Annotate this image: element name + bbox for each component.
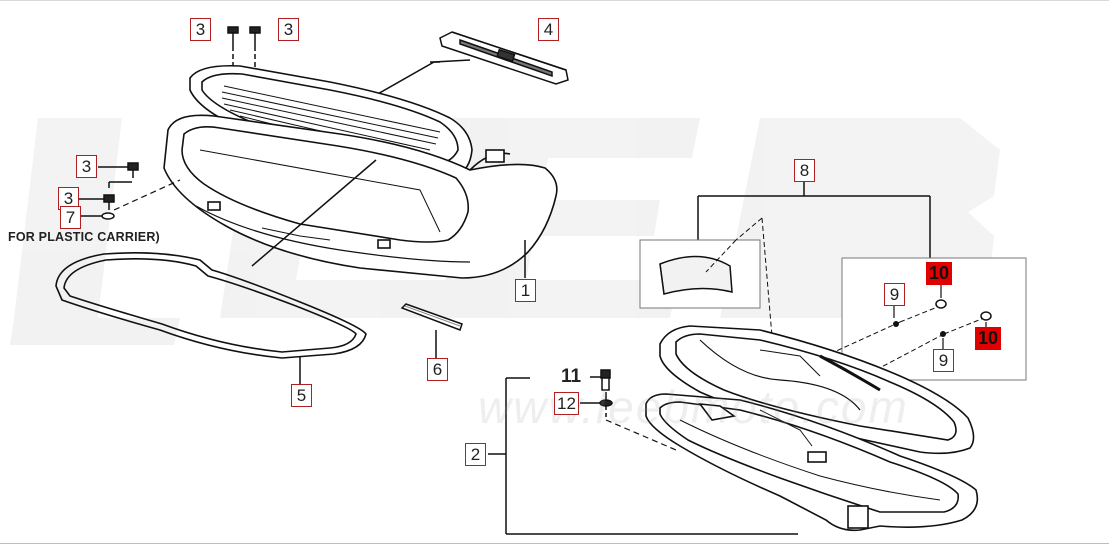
bracket-part-2 [488,377,798,535]
gasket-part-5 [55,252,367,359]
callout-part-11[interactable]: 11 [561,366,582,387]
callout-part-3-top-left[interactable]: 3 [190,18,211,41]
callout-part-9-bottom[interactable]: 9 [933,349,954,372]
screw-part-3-right [249,26,261,140]
callout-part-8[interactable]: 8 [794,159,815,182]
washer-part-7 [78,212,115,220]
leader-part-4 [359,59,471,105]
callout-part-10-bottom[interactable]: 10 [975,327,1002,350]
screw-part-3-left [227,26,239,140]
callout-part-12[interactable]: 12 [554,392,579,415]
callout-part-9-top[interactable]: 9 [884,283,905,306]
bolt-part-11 [590,369,611,391]
callout-part-1[interactable]: 1 [515,279,536,302]
callout-part-7[interactable]: 7 [60,206,81,229]
strip-part-6 [400,303,463,331]
bottom-border [0,543,1109,544]
watermark-url: www.leebmoto.com [478,381,909,433]
side-dash-line [113,179,181,211]
bracket-part-8 [697,180,931,262]
callout-part-4[interactable]: 4 [538,18,559,41]
reflector-box [639,217,776,373]
callout-part-2[interactable]: 2 [465,443,486,466]
brake-light-part-4 [430,31,569,85]
callout-part-3-side[interactable]: 3 [76,155,97,178]
callout-part-5[interactable]: 5 [291,384,312,407]
top-border [0,0,1109,1]
callout-part-6[interactable]: 6 [427,358,448,381]
callout-part-3-top-right[interactable]: 3 [278,18,299,41]
top-case-part-1 [163,64,558,279]
bolt-dash-line [605,419,677,451]
bottom-case-part-2 [645,325,979,532]
note-plastic-carrier: FOR PLASTIC CARRIER) [8,230,160,244]
side-screw-part-3 [98,162,139,178]
washer-part-12 [580,392,613,420]
side-screw-part-3-lower [78,181,132,210]
callout-part-10-top[interactable]: 10 [926,262,953,285]
